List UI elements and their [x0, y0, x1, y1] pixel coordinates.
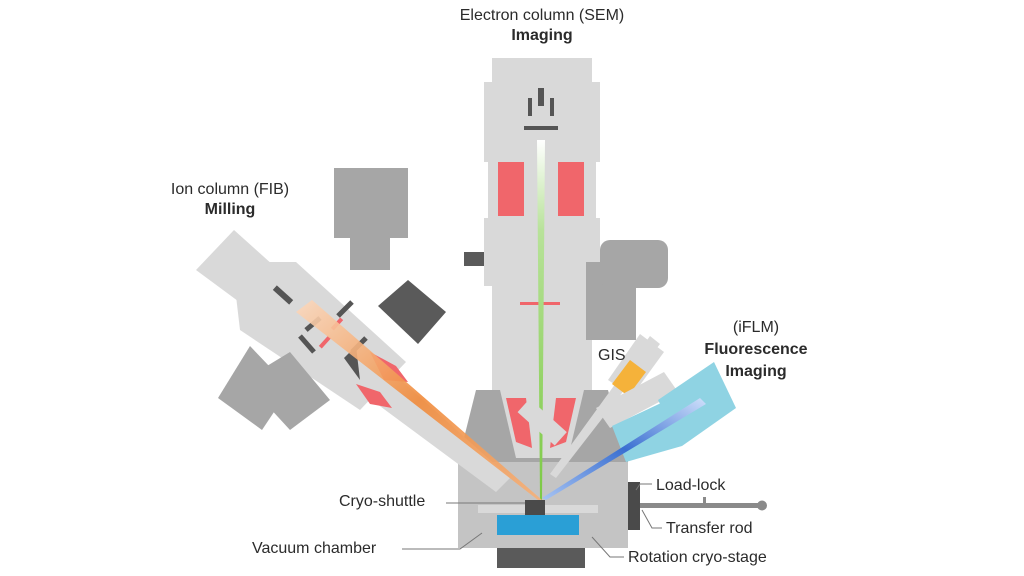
electron-beam: [537, 140, 545, 500]
fib-pump: [378, 280, 446, 344]
load-lock-label: Load-lock: [656, 477, 726, 494]
fib-side-block: [334, 168, 408, 270]
sem-subtitle: Imaging: [511, 27, 573, 44]
rotation-cryo-stage: [497, 515, 579, 535]
vacuum-chamber-label: Vacuum chamber: [252, 540, 377, 557]
cryo-shuttle-label: Cryo-shuttle: [339, 493, 426, 510]
rotation-stage-label: Rotation cryo-stage: [628, 549, 767, 566]
gis-label: GIS: [598, 347, 626, 364]
fib-lens-lower: [356, 384, 392, 408]
iflm-subtitle-1: Fluorescence: [704, 341, 808, 358]
fib-title: Ion column (FIB): [170, 181, 290, 198]
transfer-rod: [640, 497, 767, 511]
iflm-subtitle-2: Imaging: [725, 363, 787, 380]
fluorescence-beam: [542, 398, 706, 500]
fib-subtitle: Milling: [204, 201, 256, 218]
electron-gun-icon: [524, 88, 558, 130]
iflm-title: (iFLM): [732, 319, 780, 336]
cryo-shuttle: [525, 500, 545, 515]
ion-beam: [296, 300, 542, 500]
sem-lenses: [498, 162, 584, 448]
leader-lines: [402, 483, 662, 558]
fib-column: [517, 398, 567, 446]
transfer-rod-label: Transfer rod: [666, 520, 753, 537]
load-lock: [628, 482, 640, 530]
sem-title: Electron column (SEM): [459, 7, 625, 24]
gis-reservoir: [612, 360, 646, 396]
